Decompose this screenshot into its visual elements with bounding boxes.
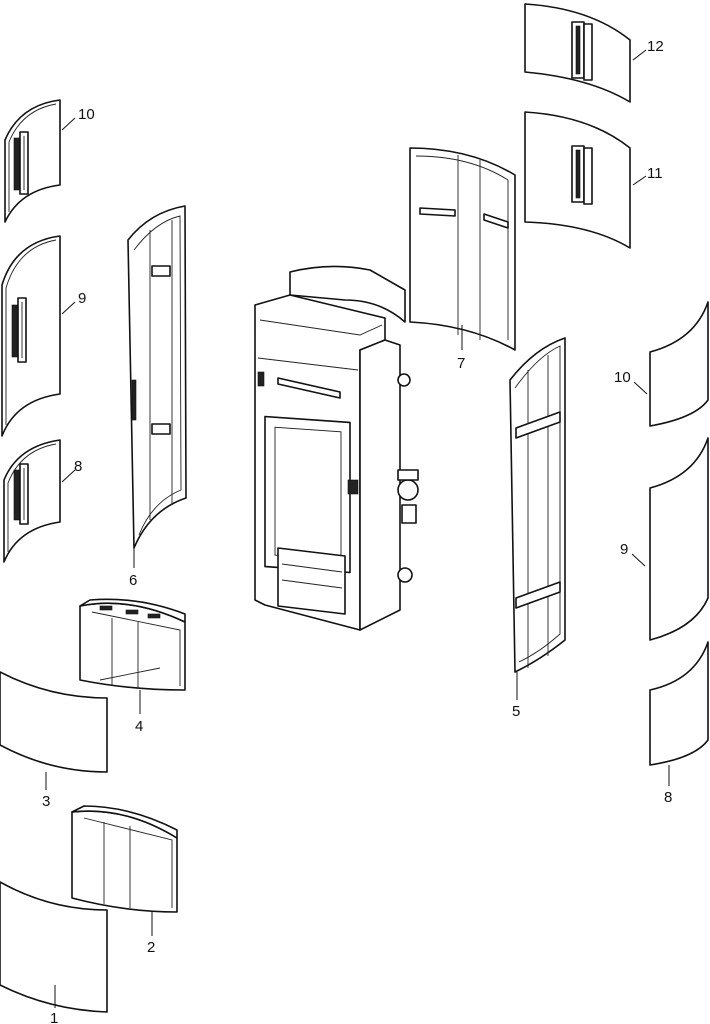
- part-2-frame: [71, 805, 178, 913]
- leader-lines: [45, 49, 670, 1008]
- label-4: 4: [135, 718, 143, 735]
- part-12-panel: [524, 3, 631, 103]
- label-5: 5: [512, 703, 520, 720]
- part-6-side-frame: [127, 205, 187, 549]
- label-9-right: 9: [620, 541, 628, 558]
- label-10-left: 10: [78, 106, 95, 123]
- part-8-left-panel: [3, 439, 61, 563]
- label-12: 12: [647, 38, 664, 55]
- label-7: 7: [457, 355, 465, 372]
- part-3-front-panel: [0, 671, 108, 773]
- part-5-side-frame: [509, 337, 566, 673]
- label-1: 1: [50, 1010, 58, 1024]
- label-8-right: 8: [664, 789, 672, 806]
- part-8-right-panel: [649, 641, 709, 766]
- part-1-front-panel: [0, 881, 108, 1013]
- part-9-left-panel: [1, 235, 61, 437]
- part-7-back-panel: [409, 147, 516, 351]
- label-2: 2: [147, 939, 155, 956]
- label-6: 6: [129, 572, 137, 589]
- part-11-panel: [524, 111, 631, 249]
- stove-body: [254, 265, 419, 631]
- label-3: 3: [42, 793, 50, 810]
- callout-labels: 10 9 8 3 1 4 2 6 7 5 12 11 10 9 8: [42, 38, 672, 1024]
- label-9-left: 9: [78, 290, 86, 307]
- part-4-frame: [79, 598, 186, 691]
- label-10-right: 10: [614, 369, 631, 386]
- label-8-left: 8: [74, 458, 82, 475]
- part-9-right-panel: [649, 437, 709, 641]
- part-10-right-panel: [649, 301, 709, 427]
- label-11: 11: [647, 165, 663, 182]
- part-10-left-panel: [4, 99, 61, 223]
